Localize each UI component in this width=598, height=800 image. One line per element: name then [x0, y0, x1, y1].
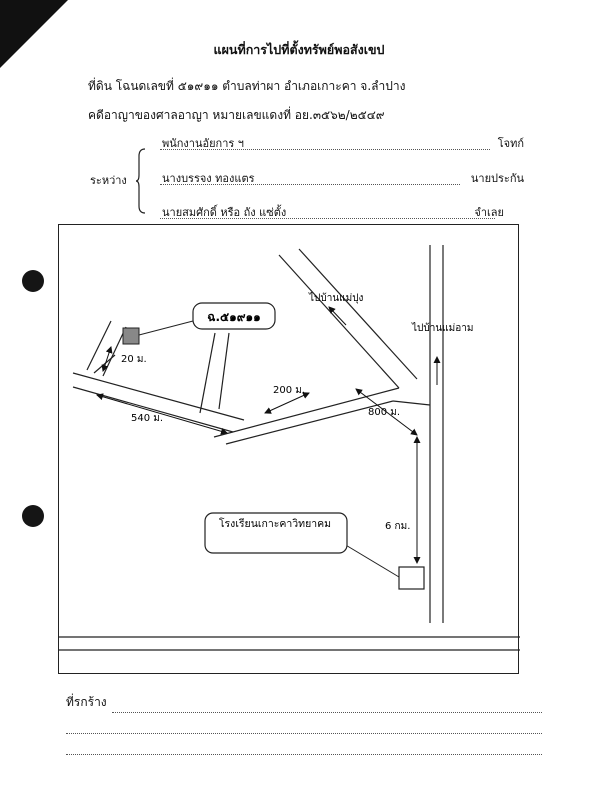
between-label: ระหว่าง	[90, 174, 127, 187]
distance-label: 6 กม.	[385, 521, 410, 532]
land-deed-line: ที่ดิน โฉนดเลขที่ ๕๑๙๑๑ ตำบลท่าผา อำเภอเ…	[88, 79, 406, 93]
party-name: นายสมศักดิ์ หรือ ถัง แซ่ตั้ง	[162, 206, 287, 219]
dotted-line	[66, 754, 542, 755]
dotted-line	[66, 733, 542, 734]
distance-label: 20 ม.	[121, 354, 147, 365]
distance-label: 200 ม.	[273, 385, 305, 396]
dark-corner-fold	[0, 0, 68, 68]
punch-hole-top	[22, 270, 44, 292]
location-map: ฉ.๕๑๙๑๑ 20 ม. 540 ม. 200 ม. 800 ม. 6 กม.…	[58, 224, 520, 674]
callout-pointer	[338, 540, 400, 578]
map-drawing: ฉ.๕๑๙๑๑ 20 ม. 540 ม. 200 ม. 800 ม. 6 กม.…	[59, 245, 520, 651]
callout-pointer	[138, 320, 194, 336]
remark-label: ที่รกร้าง	[66, 695, 107, 709]
page-title: แผนที่การไปที่ตั้งทรัพย์พอสังเขป	[213, 42, 385, 57]
road-line	[72, 386, 234, 433]
road-line	[86, 320, 112, 371]
party-role: จำเลย	[474, 206, 504, 219]
dotted-line	[112, 712, 542, 713]
road-line	[278, 254, 400, 389]
school-callout	[204, 512, 348, 554]
distance-arrow	[96, 393, 228, 435]
party-role: โจทก์	[497, 137, 524, 150]
distance-label: 800 ม.	[368, 407, 400, 418]
distance-label: 540 ม.	[131, 413, 163, 424]
school-marker	[398, 566, 425, 590]
road-line	[218, 332, 230, 410]
party-role: นายประกัน	[470, 172, 524, 185]
direction-arrow	[328, 306, 347, 326]
dotted-line	[160, 149, 490, 150]
direction-label-mae-am: ไปบ้านแม่อาม	[411, 322, 473, 334]
party-name: นางบรรจง ทองแตร	[162, 172, 255, 185]
road-line	[199, 332, 216, 414]
dotted-line	[160, 218, 495, 219]
distance-arrow	[264, 392, 310, 414]
direction-label-mae-pung: ไปบ้านแม่ปุง	[308, 292, 364, 304]
dotted-line	[160, 184, 460, 185]
school-label: โรงเรียนเกาะคาวิทยาคม	[219, 517, 331, 530]
distance-arrow	[355, 388, 418, 436]
road-line	[392, 400, 431, 406]
party-name: พนักงานอัยการ ฯ	[162, 137, 244, 150]
distance-arrow	[101, 346, 113, 372]
deed-label: ฉ.๕๑๙๑๑	[207, 310, 260, 324]
punch-hole-bottom	[22, 505, 44, 527]
case-number-line: คดีอาญาของศาลอาญา หมายเลขแดงที่ อย.๓๕๖๒/…	[88, 108, 385, 122]
land-plot-marker	[122, 327, 140, 345]
deed-callout	[192, 302, 276, 330]
brace-icon	[136, 148, 146, 214]
road-line	[298, 248, 418, 380]
